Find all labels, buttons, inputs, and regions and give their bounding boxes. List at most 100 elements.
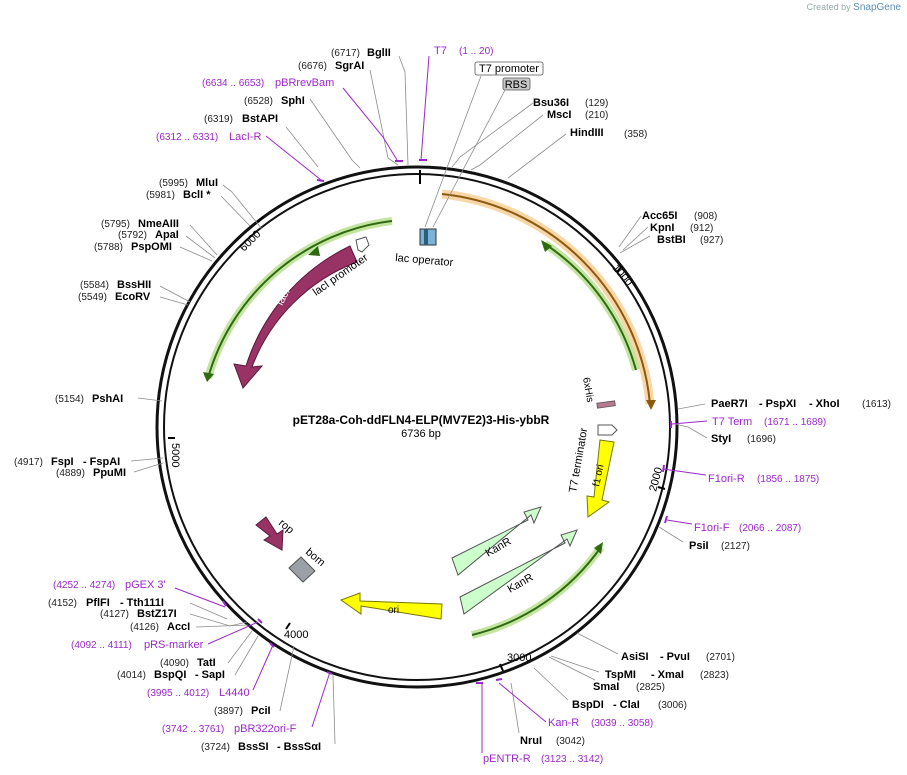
site-bspdi-pos: (3006) bbox=[658, 700, 687, 711]
site-sphi: SphI bbox=[281, 95, 305, 107]
primer-prs-marker: pRS-marker bbox=[144, 639, 204, 651]
site-bsssai: -BssSαI bbox=[277, 741, 321, 753]
orf-arrowhead-orange bbox=[646, 400, 656, 410]
rbs-box bbox=[502, 77, 531, 91]
tick-3000: 3000 bbox=[507, 652, 531, 664]
site-nrui: NruI bbox=[520, 735, 542, 747]
site-smai-pos: (2825) bbox=[636, 682, 665, 693]
t7-terminator-feature bbox=[597, 424, 618, 436]
rbs-leader bbox=[432, 89, 506, 228]
primer-pentr-r: pENTR-R bbox=[483, 753, 531, 765]
primer-l4440-range: (3995 .. 4012) bbox=[147, 688, 209, 699]
site-ppumi-pos: (4889) bbox=[56, 468, 85, 479]
primer-laci-r-range: (6312 .. 6331) bbox=[156, 132, 218, 143]
site-pvui-name: PvuI bbox=[667, 651, 690, 663]
site-pcii: PciI bbox=[251, 705, 271, 717]
site-bsu36i: Bsu36I bbox=[533, 97, 569, 109]
site-tth111i: -Tth111I bbox=[120, 597, 164, 609]
primer-pbrrevbam-range: (6634 .. 6653) bbox=[202, 78, 264, 89]
site-bcli: BclI * bbox=[183, 189, 211, 201]
primer-t7-term: T7 Term bbox=[712, 416, 752, 428]
bom-feature bbox=[288, 556, 316, 583]
site-pspomi: PspOMI bbox=[131, 241, 172, 253]
primer-pentr-r-range: (3123 .. 3142) bbox=[541, 754, 603, 765]
site-psii: PsiI bbox=[689, 540, 709, 552]
site-asisi-pos: (2701) bbox=[706, 652, 735, 663]
site-xmai-name: XmaI bbox=[658, 669, 684, 681]
t7-terminator-label: T7 terminator bbox=[567, 427, 590, 494]
site-bsssi-pos: (3724) bbox=[201, 742, 230, 753]
orf-arc-orange bbox=[441, 193, 651, 405]
t7-promoter-box bbox=[474, 61, 544, 76]
primer-markers bbox=[222, 159, 672, 684]
site-pflfi: PflFI bbox=[86, 597, 110, 609]
site-hindiii-pos: (358) bbox=[624, 129, 647, 140]
site-fspi: FspI bbox=[51, 456, 74, 468]
tick-5000: 5000 bbox=[169, 443, 181, 467]
site-psii-pos: (2127) bbox=[721, 541, 750, 552]
site-pspxi: -PspXI bbox=[759, 398, 796, 410]
site-msci-pos: (210) bbox=[585, 110, 608, 121]
orf-arc-green-3 bbox=[207, 220, 393, 379]
laci-promoter-feature bbox=[355, 236, 370, 253]
site-acc65i: Acc65I bbox=[642, 210, 677, 222]
primer-f1ori-r: F1ori-R bbox=[708, 473, 745, 485]
site-pcii-pos: (3897) bbox=[214, 706, 243, 717]
site-ecorv-pos: (5549) bbox=[78, 292, 107, 303]
orf-arrowhead-green-4 bbox=[308, 246, 320, 256]
primer-l4440: L4440 bbox=[219, 687, 250, 699]
orf-arrowhead-green-1 bbox=[541, 240, 552, 252]
site-sapi: -SapI bbox=[195, 669, 225, 681]
site-sapi-name: SapI bbox=[202, 669, 225, 681]
site-tspmi: TspMI bbox=[605, 669, 636, 681]
snapgene-credit: Created by SnapGene bbox=[807, 2, 901, 13]
primer-t7-term-range: (1671 .. 1689) bbox=[764, 417, 826, 428]
site-sphi-pos: (6528) bbox=[244, 96, 273, 107]
credit-app: SnapGene bbox=[853, 2, 901, 13]
site-bsu36i-pos: (129) bbox=[585, 98, 608, 109]
site-smai: SmaI bbox=[593, 681, 619, 693]
site-bsshii: BssHII bbox=[117, 279, 151, 291]
primer-f1ori-r-range: (1856 .. 1875) bbox=[757, 474, 819, 485]
site-nmeaiii: NmeAIII bbox=[138, 218, 179, 230]
site-mlui-pos: (5995) bbox=[159, 178, 188, 189]
tick-marks bbox=[168, 216, 666, 672]
his-tag-label: 6xHis bbox=[580, 377, 595, 404]
primer-pgex3: pGEX 3' bbox=[125, 579, 166, 591]
site-fspai: -FspAI bbox=[83, 456, 120, 468]
site-nmeaiii-pos: (5795) bbox=[101, 219, 130, 230]
site-xhoi: -XhoI bbox=[809, 398, 840, 410]
site-clai-name: ClaI bbox=[620, 699, 640, 711]
site-kpni: KpnI bbox=[650, 222, 674, 234]
credit-prefix: Created by bbox=[806, 2, 851, 12]
t7-promoter-label: T7 promoter bbox=[479, 63, 539, 75]
site-tati-pos: (4090) bbox=[160, 658, 189, 669]
ori-label: ori bbox=[388, 605, 399, 616]
site-tth111i-name: Tth111I bbox=[127, 597, 164, 609]
site-sgrai-pos: (6676) bbox=[298, 61, 327, 72]
kanr-feature-2 bbox=[459, 529, 578, 615]
site-acci: AccI bbox=[167, 621, 190, 633]
primer-pgex3-range: (4252 .. 4274) bbox=[53, 580, 115, 591]
site-bglii: BglII bbox=[367, 47, 391, 59]
site-bsshii-pos: (5584) bbox=[80, 280, 109, 291]
site-bglii-pos: (6717) bbox=[331, 48, 360, 59]
site-bstapi: BstAPI bbox=[242, 113, 278, 125]
site-tati: TatI bbox=[197, 657, 216, 669]
site-bstapi-pos: (6319) bbox=[204, 114, 233, 125]
site-leaders bbox=[130, 55, 708, 745]
rbs-label: RBS bbox=[505, 79, 528, 91]
site-apai: ApaI bbox=[155, 229, 179, 241]
site-bstbi: BstBI bbox=[657, 234, 686, 246]
site-apai-pos: (5792) bbox=[118, 230, 147, 241]
site-paer7i-pos: (1613) bbox=[862, 399, 891, 410]
site-pspomi-pos: (5788) bbox=[94, 242, 123, 253]
primer-laci-r: LacI-R bbox=[229, 131, 261, 143]
lac-operator-label: lac operator bbox=[395, 252, 454, 269]
tick-1000: 1000 bbox=[610, 262, 635, 288]
site-bspqi: BspQI bbox=[154, 669, 186, 681]
orf-arrowhead-green-3 bbox=[203, 372, 214, 382]
site-asisi: AsiSI bbox=[621, 651, 649, 663]
his-tag-feature bbox=[596, 400, 616, 409]
